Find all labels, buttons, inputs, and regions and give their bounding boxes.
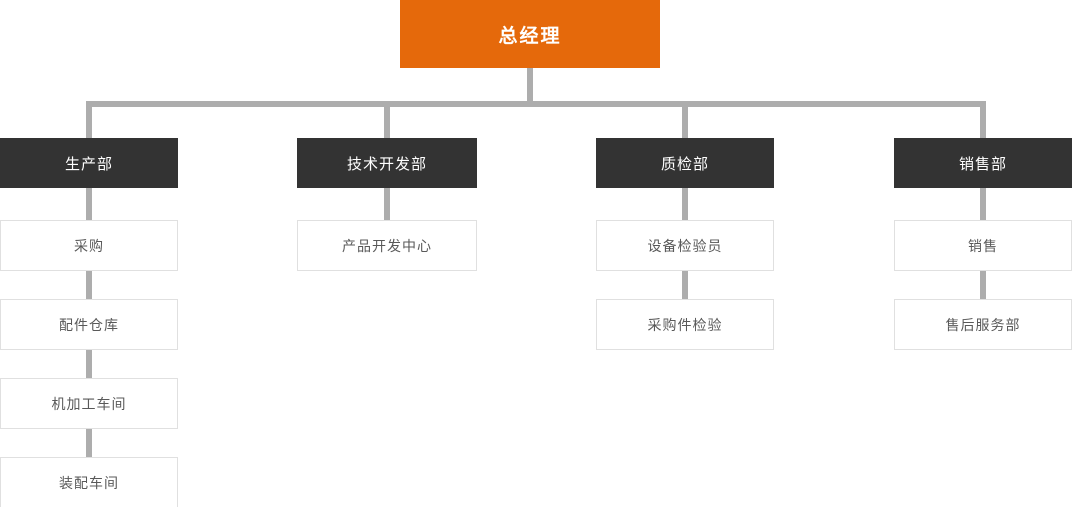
connector-vertical [86, 188, 92, 220]
connector-drop-quality [682, 107, 688, 138]
org-node-quality-dept: 质检部 [596, 138, 774, 188]
column-tech-development: 技术开发部 产品开发中心 [297, 138, 477, 271]
connector-horizontal-rail [86, 101, 986, 107]
connector-vertical [682, 271, 688, 299]
org-node-purchasing: 采购 [0, 220, 178, 271]
connector-drop-tech [384, 107, 390, 138]
connector-vertical [980, 188, 986, 220]
org-node-machining-workshop: 机加工车间 [0, 378, 178, 429]
connector-drop-production [86, 107, 92, 138]
org-node-general-manager: 总经理 [400, 0, 660, 68]
org-node-equipment-inspector: 设备检验员 [596, 220, 774, 271]
connector-vertical [86, 350, 92, 378]
column-production: 生产部 采购 配件仓库 机加工车间 装配车间 [0, 138, 178, 507]
column-quality-inspection: 质检部 设备检验员 采购件检验 [596, 138, 774, 350]
connector-vertical [86, 429, 92, 457]
org-node-tech-dev-dept: 技术开发部 [297, 138, 477, 188]
connector-drop-sales [980, 107, 986, 138]
org-node-sales-dept: 销售部 [894, 138, 1072, 188]
connector-vertical [682, 188, 688, 220]
org-node-purchased-parts-inspection: 采购件检验 [596, 299, 774, 350]
org-node-sales: 销售 [894, 220, 1072, 271]
connector-vertical [86, 271, 92, 299]
connector-vertical [980, 271, 986, 299]
org-node-production-dept: 生产部 [0, 138, 178, 188]
connector-root-stub [527, 68, 533, 101]
connector-vertical [384, 188, 390, 220]
org-node-after-sales-service: 售后服务部 [894, 299, 1072, 350]
org-node-product-dev-center: 产品开发中心 [297, 220, 477, 271]
org-node-assembly-workshop: 装配车间 [0, 457, 178, 507]
org-node-parts-warehouse: 配件仓库 [0, 299, 178, 350]
column-sales: 销售部 销售 售后服务部 [894, 138, 1072, 350]
